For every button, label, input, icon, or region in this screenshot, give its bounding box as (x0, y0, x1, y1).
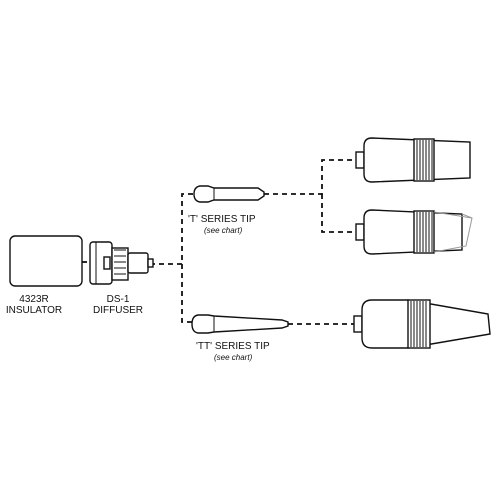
connector-lines (82, 159, 356, 325)
diffuser-part (89, 241, 154, 285)
insulator-part-label: 4323R (19, 294, 48, 305)
diffuser-part-label: DS-1 (107, 294, 130, 305)
diffuser-name-label: DIFFUSER (93, 305, 143, 316)
t-series-note: (see chart) (204, 226, 243, 235)
tt-series-label: 'TT' SERIES TIP (196, 341, 270, 352)
nozzle-bottom (353, 299, 491, 349)
tt-series-tip (191, 314, 289, 334)
insulator-name-label: INSULATOR (6, 305, 62, 316)
nozzle-middle (355, 209, 473, 255)
t-series-label: 'T' SERIES TIP (188, 214, 256, 225)
t-series-tip (193, 185, 265, 203)
nozzle-top (355, 137, 471, 183)
tt-series-note: (see chart) (214, 353, 253, 362)
insulator-part (9, 235, 83, 287)
